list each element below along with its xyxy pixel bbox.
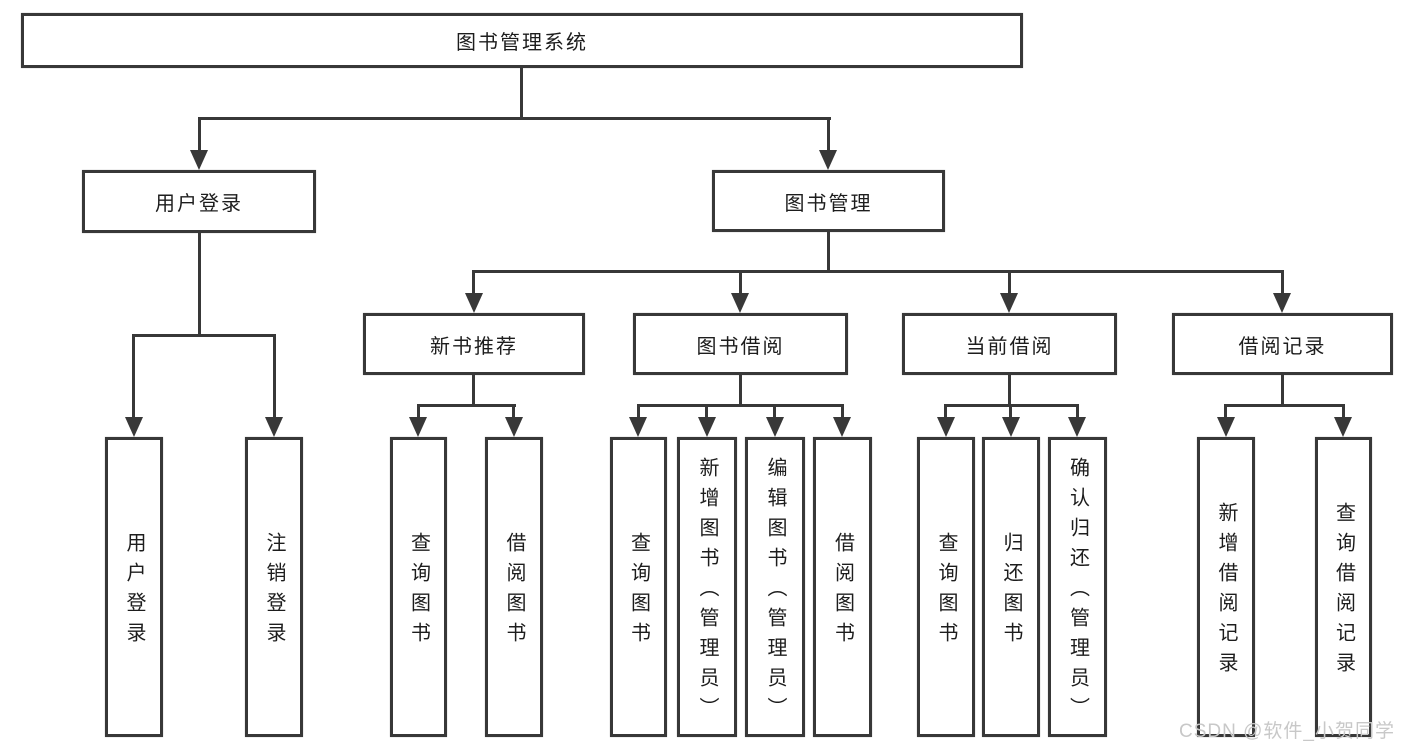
- leaf-records-add-record-label: 新增借阅记录: [1215, 502, 1237, 682]
- node-book-manage-label: 图书管理: [784, 192, 873, 215]
- connector-login-stem: [198, 233, 201, 337]
- node-book-manage: 图书管理: [712, 170, 945, 232]
- node-book-borrow: 图书借阅: [633, 313, 848, 375]
- connector-drop-bor-add: [705, 404, 708, 419]
- connector-drop-cur-query: [944, 404, 947, 419]
- node-borrow-records: 借阅记录: [1172, 313, 1393, 375]
- connector-borrow-bar: [637, 404, 844, 407]
- connector-drop-user-login: [198, 117, 201, 153]
- arrowhead-bor-edit: [766, 417, 784, 437]
- leaf-recommend-borrow-book-label: 借阅图书: [503, 532, 525, 652]
- arrowhead-rec-borrow: [505, 417, 523, 437]
- arrowhead-cur-query: [937, 417, 955, 437]
- arrowhead-borrow: [731, 293, 749, 313]
- connector-drop-borrow: [739, 270, 742, 295]
- connector-drop-book-manage: [827, 117, 830, 153]
- node-user-login: 用户登录: [82, 170, 316, 233]
- connector-drop-cur-return: [1009, 404, 1012, 419]
- connector-drop-cur-confirm: [1076, 404, 1079, 419]
- arrowhead-cur-return: [1002, 417, 1020, 437]
- connector-root-bar: [198, 117, 831, 120]
- arrowhead-user-login: [190, 150, 208, 170]
- node-current-borrow: 当前借阅: [902, 313, 1117, 375]
- connector-drop-rec-query: [417, 404, 420, 419]
- arrowhead-recadd: [1217, 417, 1235, 437]
- arrowhead-bor-borrow: [833, 417, 851, 437]
- leaf-records-query-record: 查询借阅记录: [1315, 437, 1372, 737]
- node-new-book-recommend: 新书推荐: [363, 313, 585, 375]
- connector-records-stem: [1281, 375, 1284, 407]
- leaf-user-login: 用户登录: [105, 437, 163, 737]
- connector-drop-bor-edit: [773, 404, 776, 419]
- arrowhead-recquery: [1334, 417, 1352, 437]
- connector-drop-bor-borrow: [841, 404, 844, 419]
- leaf-logout-label: 注销登录: [263, 532, 285, 652]
- connector-drop-recquery: [1342, 404, 1345, 419]
- leaf-current-return-book-label: 归还图书: [1000, 532, 1022, 652]
- leaf-recommend-query-book: 查询图书: [390, 437, 447, 737]
- connector-drop-recadd: [1224, 404, 1227, 419]
- connector-drop-recommend: [472, 270, 475, 295]
- arrowhead-records: [1273, 293, 1291, 313]
- arrowhead-bor-query: [629, 417, 647, 437]
- connector-drop-records: [1281, 270, 1284, 295]
- csdn-watermark: CSDN @软件_小贺同学: [1179, 721, 1395, 742]
- node-user-login-label: 用户登录: [155, 193, 243, 215]
- node-current-borrow-label: 当前借阅: [965, 335, 1054, 358]
- node-new-book-recommend-label: 新书推荐: [430, 335, 518, 358]
- leaf-borrow-query-book-label: 查询图书: [627, 532, 650, 652]
- node-borrow-records-label: 借阅记录: [1238, 335, 1327, 358]
- connector-drop-login-leaf: [132, 334, 135, 419]
- leaf-recommend-borrow-book: 借阅图书: [485, 437, 543, 737]
- arrowhead-bor-add: [698, 417, 716, 437]
- leaf-borrow-add-book-admin: 新增图书（管理员）: [677, 437, 737, 737]
- arrowhead-rec-query: [409, 417, 427, 437]
- connector-drop-current: [1008, 270, 1011, 295]
- leaf-logout: 注销登录: [245, 437, 303, 737]
- connector-manage-stem: [827, 232, 830, 273]
- leaf-current-query-book: 查询图书: [917, 437, 975, 737]
- leaf-borrow-borrow-book: 借阅图书: [813, 437, 872, 737]
- connector-records-bar: [1224, 404, 1345, 407]
- arrowhead-current: [1000, 293, 1018, 313]
- leaf-user-login-label: 用户登录: [123, 532, 145, 652]
- connector-current-stem: [1008, 375, 1011, 407]
- connector-manage-bar: [472, 270, 1284, 273]
- arrowhead-login-leaf: [125, 417, 143, 437]
- leaf-current-confirm-return-admin-label: 确认归还（管理员）: [1066, 457, 1089, 727]
- leaf-borrow-query-book: 查询图书: [610, 437, 667, 737]
- node-root-label: 图书管理系统: [456, 32, 588, 54]
- leaf-records-query-record-label: 查询借阅记录: [1332, 502, 1355, 682]
- connector-root-stem: [520, 68, 523, 120]
- connector-recommend-stem: [472, 375, 475, 407]
- leaf-borrow-edit-book-admin: 编辑图书（管理员）: [745, 437, 805, 737]
- connector-borrow-stem: [739, 375, 742, 407]
- leaf-current-return-book: 归还图书: [982, 437, 1040, 737]
- connector-recommend-bar: [417, 404, 516, 407]
- arrowhead-cur-confirm: [1068, 417, 1086, 437]
- arrowhead-book-manage: [819, 150, 837, 170]
- leaf-current-confirm-return-admin: 确认归还（管理员）: [1048, 437, 1107, 737]
- leaf-current-query-book-label: 查询图书: [935, 532, 957, 652]
- leaf-records-add-record: 新增借阅记录: [1197, 437, 1255, 737]
- connector-login-bar: [132, 334, 276, 337]
- node-book-borrow-label: 图书借阅: [696, 335, 785, 358]
- arrowhead-recommend: [465, 293, 483, 313]
- leaf-recommend-query-book-label: 查询图书: [407, 532, 430, 652]
- connector-drop-bor-query: [637, 404, 640, 419]
- connector-drop-logout-leaf: [273, 334, 276, 419]
- arrowhead-logout-leaf: [265, 417, 283, 437]
- leaf-borrow-borrow-book-label: 借阅图书: [831, 532, 854, 652]
- leaf-borrow-edit-book-admin-label: 编辑图书（管理员）: [764, 457, 786, 727]
- leaf-borrow-add-book-admin-label: 新增图书（管理员）: [696, 457, 718, 727]
- node-root-system: 图书管理系统: [21, 13, 1023, 68]
- connector-drop-rec-borrow: [512, 404, 515, 419]
